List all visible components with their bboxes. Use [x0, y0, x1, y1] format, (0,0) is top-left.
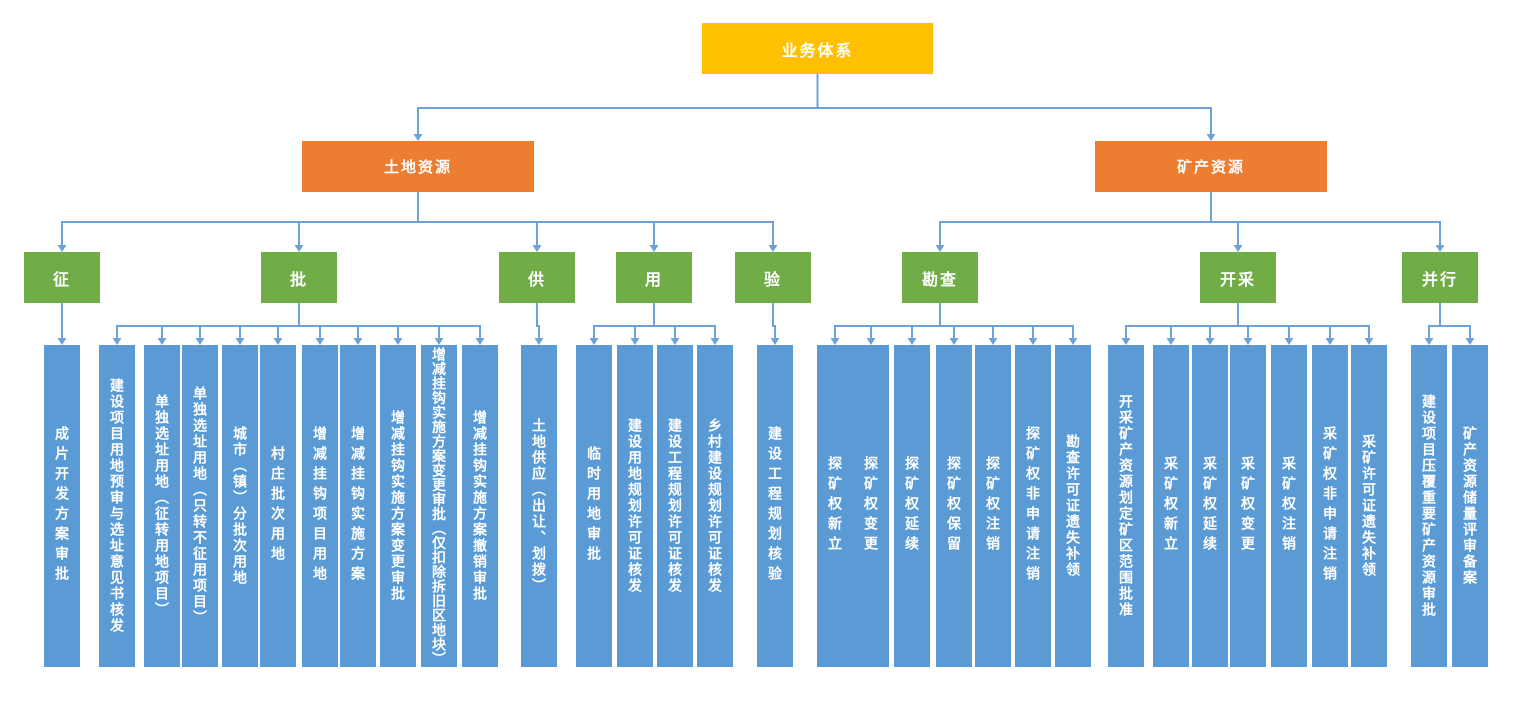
leaf-node-0-3-0: 临时用地审批: [576, 345, 612, 667]
leaf-node-0-3-1: 建设用地规划许可证核发: [617, 345, 653, 667]
arrowhead-icon: [1121, 338, 1131, 345]
leaf-node-0-4-0: 建设工程规划核验: [757, 345, 793, 667]
arrowhead-icon: [413, 134, 423, 141]
leaf-node-0-3-3: 乡村建设规划许可证核发: [697, 345, 733, 667]
arrowhead-icon: [770, 338, 780, 345]
arrowhead-icon: [1206, 134, 1216, 141]
leaf-node-0-1-8: 增减挂钩实施方案变更审批（仅扣除拆旧区地块）: [421, 345, 457, 667]
branch-node-0: 土地资源: [302, 141, 534, 192]
arrowhead-icon: [273, 338, 283, 345]
arrowhead-icon: [534, 338, 544, 345]
leaf-node-0-3-2: 建设工程规划许可证核发: [657, 345, 693, 667]
leaf-node-0-1-9: 增减挂钩实施方案撤销审批: [462, 345, 498, 667]
arrowhead-icon: [195, 338, 205, 345]
arrowhead-icon: [589, 338, 599, 345]
root-node-business-system: 业务体系: [702, 23, 933, 74]
leaf-node-0-1-1: 单独选址用地（征转用地项目）: [144, 345, 180, 667]
arrowhead-icon: [57, 245, 67, 252]
leaf-node-1-1-6: 采矿许可证遗失补领: [1351, 345, 1387, 667]
leaf-node-0-1-6: 增减挂钩实施方案: [340, 345, 376, 667]
arrowhead-icon: [1424, 338, 1434, 345]
arrowhead-icon: [988, 338, 998, 345]
leaf-node-1-1-4: 采矿权注销: [1271, 345, 1307, 667]
category-node-0-1: 批: [261, 252, 337, 303]
arrowhead-icon: [1284, 338, 1294, 345]
arrowhead-icon: [1166, 338, 1176, 345]
arrowhead-icon: [475, 338, 485, 345]
arrowhead-icon: [532, 245, 542, 252]
arrowhead-icon: [393, 338, 403, 345]
arrowhead-icon: [630, 338, 640, 345]
arrowhead-icon: [315, 338, 325, 345]
leaf-node-1-1-2: 采矿权延续: [1192, 345, 1228, 667]
category-node-1-2: 并行: [1402, 252, 1478, 303]
arrowhead-icon: [157, 338, 167, 345]
arrowhead-icon: [949, 338, 959, 345]
leaf-node-1-2-0: 建设项目压覆重要矿产资源审批: [1411, 345, 1447, 667]
leaf-node-0-1-3: 城市（镇）分批次用地: [222, 345, 258, 667]
branch-node-1: 矿产资源: [1095, 141, 1327, 192]
leaf-node-1-1-5: 采矿权非申请注销: [1312, 345, 1348, 667]
leaf-node-0-0-0: 成片开发方案审批: [44, 345, 80, 667]
arrowhead-icon: [1465, 338, 1475, 345]
arrowhead-icon: [434, 338, 444, 345]
arrowhead-icon: [907, 338, 917, 345]
arrowhead-icon: [1068, 338, 1078, 345]
arrowhead-icon: [670, 338, 680, 345]
leaf-node-0-1-5: 增减挂钩项目用地: [302, 345, 338, 667]
leaf-node-0-2-0: 土地供应（出让、划拨）: [521, 345, 557, 667]
leaf-node-1-0-3: 探矿权保留: [936, 345, 972, 667]
arrowhead-icon: [768, 245, 778, 252]
arrowhead-icon: [649, 245, 659, 252]
arrowhead-icon: [353, 338, 363, 345]
leaf-node-1-2-1: 矿产资源储量评审备案: [1452, 345, 1488, 667]
leaf-node-1-0-6: 勘查许可证遗失补领: [1055, 345, 1091, 667]
leaf-node-0-1-7: 增减挂钩实施方案变更审批: [380, 345, 416, 667]
category-node-0-2: 供: [499, 252, 575, 303]
leaf-node-1-1-0: 开采矿产资源划定矿区范围批准: [1108, 345, 1144, 667]
arrowhead-icon: [112, 338, 122, 345]
leaf-node-1-0-1: 探矿权变更: [853, 345, 889, 667]
leaf-node-1-0-5: 探矿权非申请注销: [1015, 345, 1051, 667]
leaf-node-1-0-4: 探矿权注销: [975, 345, 1011, 667]
arrowhead-icon: [866, 338, 876, 345]
arrowhead-icon: [1028, 338, 1038, 345]
category-node-0-3: 用: [616, 252, 692, 303]
leaf-node-0-1-4: 村庄批次用地: [260, 345, 296, 667]
arrowhead-icon: [830, 338, 840, 345]
arrowhead-icon: [1325, 338, 1335, 345]
category-node-1-1: 开采: [1200, 252, 1276, 303]
leaf-node-0-1-2: 单独选址用地（只转不征用项目）: [182, 345, 218, 667]
arrowhead-icon: [1364, 338, 1374, 345]
category-node-0-4: 验: [735, 252, 811, 303]
leaf-node-0-1-0: 建设项目用地预审与选址意见书核发: [99, 345, 135, 667]
arrowhead-icon: [935, 245, 945, 252]
arrowhead-icon: [1435, 245, 1445, 252]
arrowhead-icon: [294, 245, 304, 252]
leaf-node-1-0-0: 探矿权新立: [817, 345, 853, 667]
arrowhead-icon: [1205, 338, 1215, 345]
leaf-node-1-1-3: 采矿权变更: [1230, 345, 1266, 667]
arrowhead-icon: [1243, 338, 1253, 345]
leaf-node-1-0-2: 探矿权延续: [894, 345, 930, 667]
category-node-0-0: 征: [24, 252, 100, 303]
arrowhead-icon: [57, 338, 67, 345]
arrowhead-icon: [1233, 245, 1243, 252]
arrowhead-icon: [710, 338, 720, 345]
category-node-1-0: 勘查: [902, 252, 978, 303]
leaf-node-1-1-1: 采矿权新立: [1153, 345, 1189, 667]
arrowhead-icon: [235, 338, 245, 345]
